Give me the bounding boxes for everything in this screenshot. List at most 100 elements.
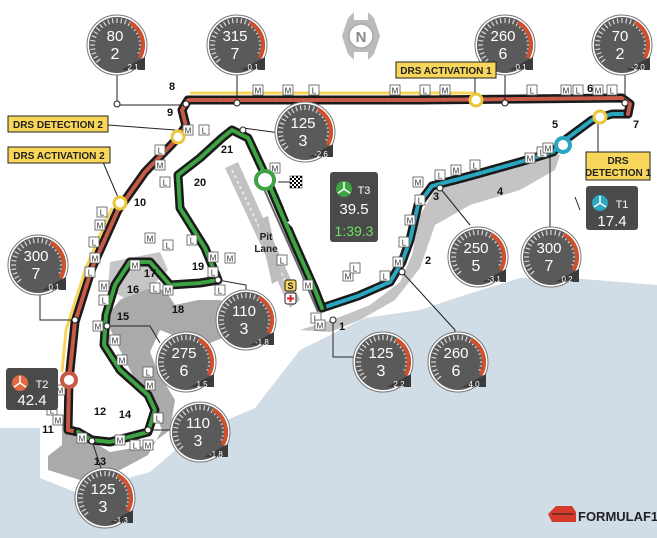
safety-car-marker: S	[284, 279, 297, 292]
brand-logo: FORMULAF1.ES	[548, 506, 657, 524]
drs-detection-2-label: DRS DETECTION 2	[7, 115, 109, 133]
marker-l: L	[88, 236, 100, 248]
gauge-gear: 6	[452, 363, 461, 380]
marker-l: L	[572, 84, 584, 96]
svg-text:L: L	[610, 87, 615, 96]
svg-text:M: M	[112, 337, 119, 346]
marker-m: M	[114, 434, 126, 446]
gauge-gforce: 0.1	[247, 63, 259, 72]
marker-l: L	[398, 236, 410, 248]
marker-m: M	[109, 334, 121, 346]
gauge-gforce: 4.0	[468, 380, 480, 389]
gauge-gear: 6	[180, 363, 189, 380]
marker-m: M	[439, 84, 451, 96]
gauge-speed: 250	[463, 240, 488, 257]
svg-text:M: M	[563, 87, 570, 96]
corner-dot	[501, 99, 509, 107]
svg-text:L: L	[146, 369, 151, 378]
marker-m: M	[52, 414, 64, 426]
turn-15: 15	[117, 311, 129, 323]
marker-m: M	[524, 152, 536, 164]
svg-text:DRS: DRS	[607, 156, 628, 167]
svg-text:L: L	[438, 172, 443, 181]
svg-text:L: L	[353, 265, 358, 274]
turn-11: 11	[42, 424, 54, 436]
svg-text:1:39.3: 1:39.3	[335, 223, 374, 239]
svg-text:M: M	[407, 217, 414, 226]
corner-dot	[214, 276, 222, 284]
marker-m: M	[154, 159, 166, 171]
marker-m: M	[116, 354, 128, 366]
marker-l: L	[142, 366, 154, 378]
gauge-gear: 3	[240, 321, 249, 338]
svg-text:L: L	[166, 242, 171, 251]
marker-l: L	[419, 84, 431, 96]
pit-lane-label-line1: Pit	[260, 232, 273, 243]
turn-21: 21	[221, 144, 233, 156]
gauges-layer: 8022.131570.126060.1702-2.01253-2.630070…	[7, 14, 653, 529]
turn-6: 6	[587, 83, 593, 95]
marker-l: L	[207, 266, 219, 278]
land-yas-marina-east	[300, 150, 560, 332]
turn-4: 4	[497, 186, 504, 198]
gauge-speed: 300	[23, 248, 48, 265]
turn-3: 3	[433, 191, 439, 203]
gauge-gear: 7	[32, 266, 41, 283]
marker-m: M	[542, 142, 554, 154]
svg-text:DRS DETECTION 2: DRS DETECTION 2	[13, 120, 103, 131]
svg-text:M: M	[95, 323, 102, 332]
svg-text:T2: T2	[36, 379, 49, 391]
turn-7: 7	[633, 119, 639, 131]
pit-lane-path	[259, 179, 319, 313]
marker-m: M	[92, 320, 104, 332]
svg-text:M: M	[272, 165, 279, 174]
svg-text:L: L	[202, 127, 207, 136]
marker-l: L	[606, 84, 618, 96]
direction-arrow-head	[287, 219, 295, 228]
gauge-gear: 2	[616, 46, 625, 63]
compass-icon: N	[342, 12, 380, 60]
svg-text:M: M	[255, 87, 262, 96]
svg-text:M: M	[165, 287, 172, 296]
sector-2-point	[60, 371, 78, 389]
gauge-gforce: -3.1	[487, 275, 501, 284]
svg-text:M: M	[57, 387, 64, 396]
gauge-gforce: 2.2	[393, 380, 405, 389]
svg-text:M: M	[117, 437, 124, 446]
marker-m: M	[269, 162, 281, 174]
marker-m: M	[389, 84, 401, 96]
svg-text:42.4: 42.4	[17, 392, 46, 409]
svg-text:M: M	[227, 255, 234, 264]
pit-lane-building-2	[258, 216, 282, 284]
corner-dot	[88, 437, 96, 445]
svg-text:L: L	[133, 442, 138, 451]
gauge-speed: 80	[107, 28, 124, 45]
svg-text:L: L	[383, 273, 388, 282]
svg-text:M: M	[317, 322, 324, 331]
gauge-speed: 275	[171, 345, 196, 362]
drs-detection-1-point	[592, 109, 608, 125]
marker-m: M	[182, 124, 194, 136]
svg-text:M: M	[147, 382, 154, 391]
marker-l: L	[98, 294, 110, 306]
svg-text:DRS ACTIVATION 2: DRS ACTIVATION 2	[13, 151, 105, 162]
svg-text:39.5: 39.5	[339, 201, 368, 218]
turn-19: 19	[192, 261, 204, 273]
gauge-gear: 3	[99, 499, 108, 516]
marker-m: M	[224, 252, 236, 264]
gauge-gforce: 1.5	[196, 380, 208, 389]
svg-text:M: M	[392, 87, 399, 96]
turn-14: 14	[119, 409, 132, 421]
marker-m: M	[412, 176, 424, 188]
marker-l: L	[469, 159, 481, 171]
pit-lane-label-line2: Lane	[254, 244, 278, 255]
svg-text:L: L	[158, 147, 163, 156]
gauge-speed: 125	[90, 481, 115, 498]
gauge-gear: 3	[377, 363, 386, 380]
gauge-speed: 125	[290, 115, 315, 132]
